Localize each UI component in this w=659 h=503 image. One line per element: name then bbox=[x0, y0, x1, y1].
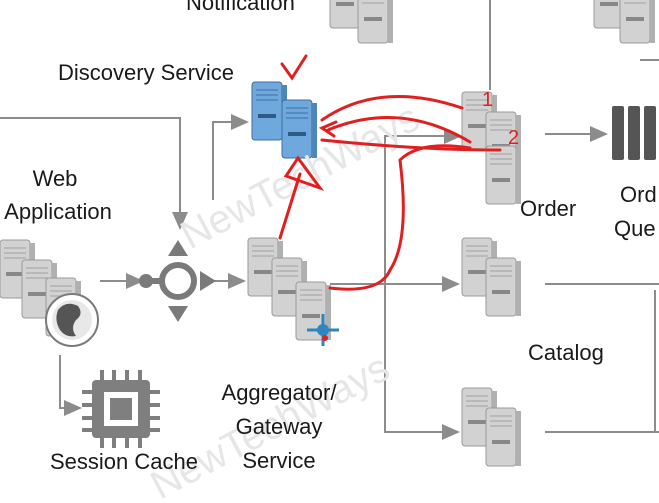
gateway-label-line2: Gateway bbox=[235, 414, 323, 439]
gateway-label-line1: Aggregator/ bbox=[221, 380, 337, 405]
red-ink-annotations bbox=[278, 54, 502, 291]
gateway-servers bbox=[247, 237, 332, 341]
discovery-service-label: Discovery Service bbox=[58, 60, 235, 85]
notification-label: Notification bbox=[186, 0, 295, 15]
order-queue-label-line1: Ord bbox=[620, 182, 657, 207]
catalog-servers bbox=[461, 237, 522, 317]
annotation-1: 1 bbox=[482, 89, 494, 111]
session-cache-label: Session Cache bbox=[50, 449, 198, 474]
globe-icon bbox=[45, 293, 99, 347]
chip-icon bbox=[82, 370, 160, 448]
notification-servers bbox=[329, 0, 656, 44]
connectors bbox=[0, 0, 659, 440]
order-queue-label-line2: Que bbox=[614, 216, 656, 241]
load-balancer-icon bbox=[139, 240, 216, 322]
gateway-label-line3: Service bbox=[242, 448, 316, 473]
annotation-2: 2 bbox=[508, 127, 520, 149]
order-queue-icon bbox=[612, 106, 656, 160]
discovery-service-servers bbox=[251, 81, 318, 159]
web-app-label-line2: Application bbox=[4, 199, 112, 224]
order-label: Order bbox=[520, 196, 577, 221]
web-app-label-line1: Web bbox=[32, 166, 78, 191]
bottom-servers bbox=[461, 387, 522, 467]
gateway-hub-icon bbox=[307, 314, 339, 346]
catalog-label: Catalog bbox=[528, 340, 604, 365]
